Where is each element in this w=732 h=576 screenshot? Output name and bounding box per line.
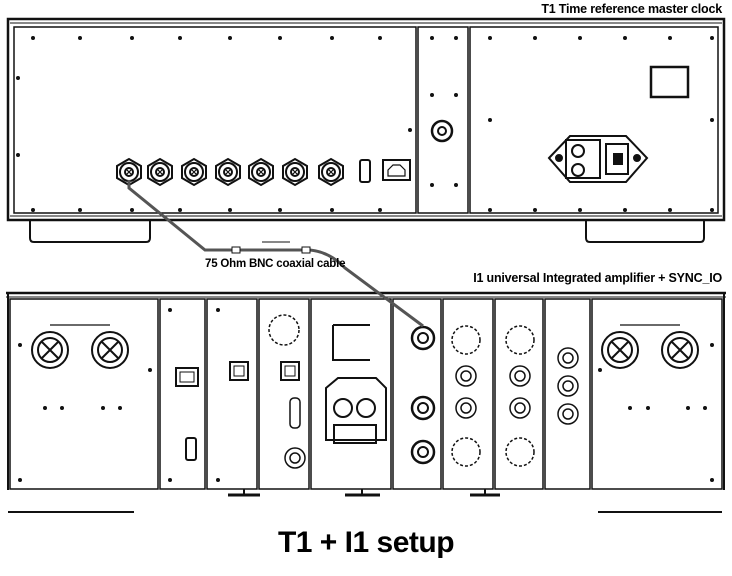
diagram-title: T1 + I1 setup xyxy=(277,526,455,559)
speaker-terminals xyxy=(31,324,699,369)
t1-bnc-outputs xyxy=(116,157,344,187)
cable-label: 75 Ohm BNC coaxial cable xyxy=(205,258,346,270)
coaxial-cable xyxy=(127,180,424,328)
i1-device-label: I1 universal Integrated amplifier + SYNC… xyxy=(473,271,722,285)
t1-chassis xyxy=(6,17,726,243)
i1-sync-io-bnc xyxy=(410,325,436,465)
t1-device-label: T1 Time reference master clock xyxy=(541,2,722,16)
screw-dots xyxy=(16,36,714,482)
i1-chassis xyxy=(6,291,726,513)
